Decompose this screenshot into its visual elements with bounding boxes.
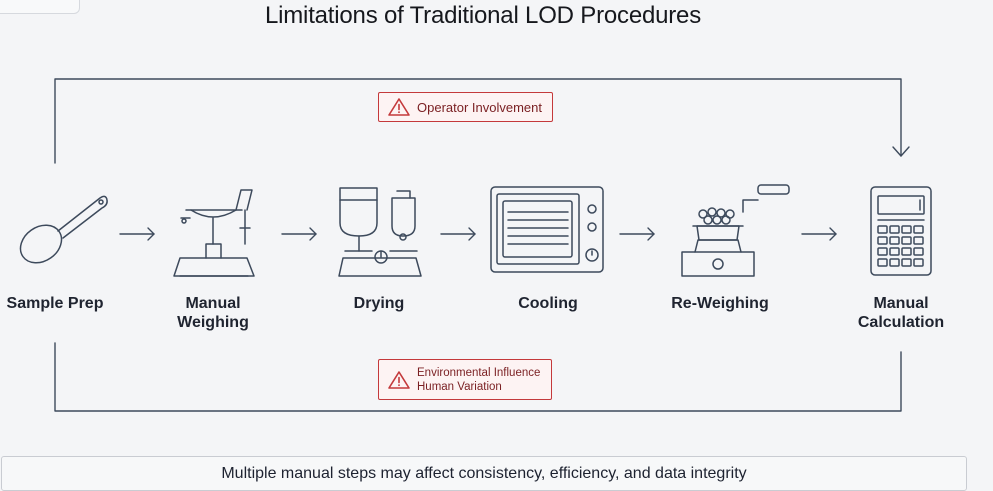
window-tab-fragment bbox=[0, 0, 80, 14]
warning-text: Operator Involvement bbox=[417, 99, 543, 115]
operator-involvement-warning: Operator Involvement bbox=[378, 92, 553, 122]
warning-triangle-icon bbox=[388, 370, 410, 389]
footer-note: Multiple manual steps may affect consist… bbox=[1, 456, 967, 491]
weighing-dish-icon bbox=[681, 184, 790, 277]
warning-line-1: Environmental Influence bbox=[417, 366, 541, 379]
page-title: Limitations of Traditional LOD Procedure… bbox=[264, 2, 701, 29]
step-label-re-weighing: Re-Weighing bbox=[671, 295, 769, 312]
flow-arrow-1 bbox=[119, 227, 155, 241]
flow-arrow-3 bbox=[440, 227, 476, 241]
environmental-influence-warning: Environmental Influence Human Variation bbox=[378, 359, 552, 400]
flow-arrow-4 bbox=[619, 227, 655, 241]
step-label-cooling: Cooling bbox=[518, 295, 578, 312]
step-label-drying: Drying bbox=[353, 295, 405, 312]
step-label-manual-weighing: Manual Weighing bbox=[177, 295, 249, 331]
oven-icon bbox=[490, 186, 604, 273]
warning-triangle-icon bbox=[388, 98, 410, 116]
calculator-icon bbox=[870, 186, 932, 276]
step-label-manual-calculation: Manual Calculation bbox=[857, 295, 945, 331]
flow-arrow-5 bbox=[801, 227, 837, 241]
step-label-sample-prep: Sample Prep bbox=[6, 295, 104, 312]
balance-scale-icon bbox=[173, 189, 255, 277]
top-loop-connector bbox=[54, 78, 902, 164]
warning-line-2: Human Variation bbox=[417, 380, 502, 393]
drying-apparatus-icon bbox=[338, 187, 422, 277]
spoon-icon bbox=[19, 195, 108, 264]
bottom-loop-connector bbox=[54, 342, 902, 412]
top-loop-arrowhead bbox=[892, 146, 910, 157]
flow-arrow-2 bbox=[281, 227, 317, 241]
footer-text: Multiple manual steps may affect consist… bbox=[221, 464, 747, 482]
